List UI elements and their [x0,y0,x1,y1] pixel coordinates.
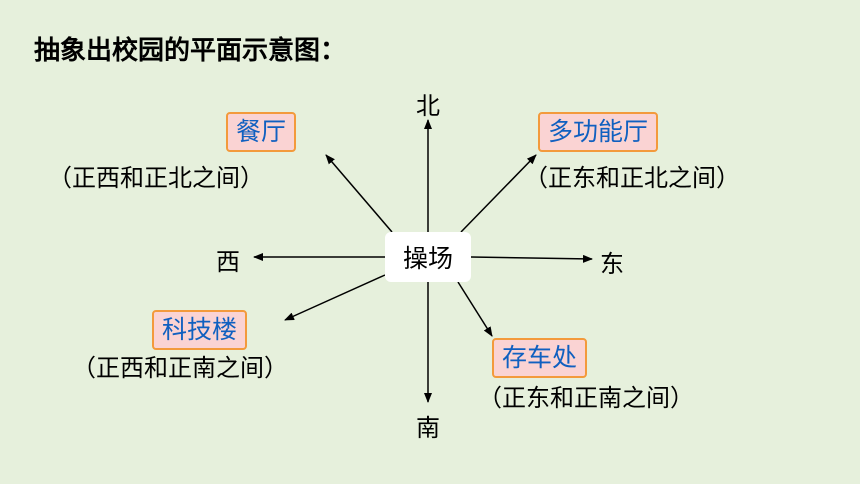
arrow-east [470,254,593,263]
note-science-building: （正西和正南之间） [72,354,288,382]
direction-east: 东 [600,250,624,278]
location-science-building: 科技楼 [152,310,248,350]
arrow-northwest [325,154,393,233]
page-title: 抽象出校园的平面示意图： [34,36,347,66]
arrow-northeast [460,154,537,233]
note-multi-hall: （正东和正北之间） [524,164,740,192]
arrow-southeast [457,281,493,337]
location-canteen: 餐厅 [226,112,297,152]
location-multi-hall: 多功能厅 [538,112,659,152]
arrow-southwest [284,274,386,321]
note-parking: （正东和正南之间） [478,384,694,412]
direction-west: 西 [216,248,240,276]
direction-south: 南 [416,414,440,442]
note-canteen: （正西和正北之间） [48,164,264,192]
direction-north: 北 [416,92,440,120]
center-playground: 操场 [385,232,471,282]
location-parking: 存车处 [492,338,588,378]
